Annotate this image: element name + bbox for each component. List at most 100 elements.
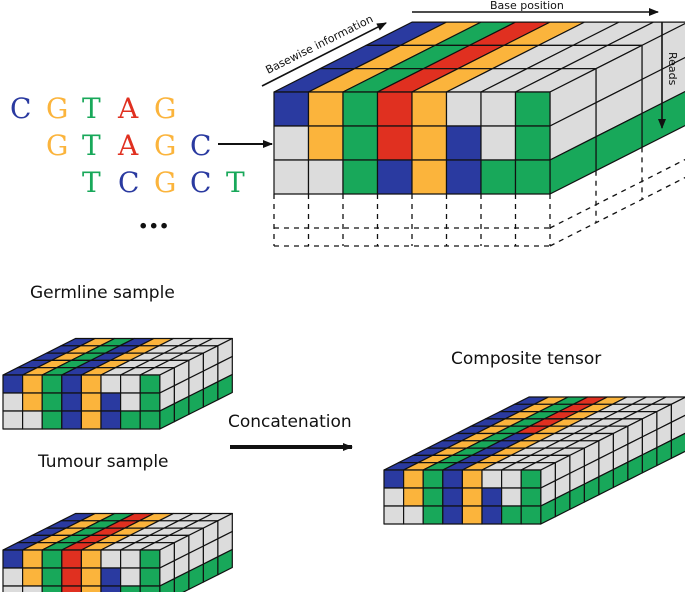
front-cell — [514, 159, 551, 195]
front-cell — [61, 374, 83, 394]
front-cell — [383, 487, 405, 507]
front-cell — [481, 469, 503, 489]
front-cell — [41, 585, 63, 592]
front-cell — [411, 91, 448, 127]
front-cell — [480, 91, 517, 127]
front-cell — [342, 159, 379, 195]
front-cell — [41, 410, 63, 430]
composite-tensor — [383, 396, 685, 525]
front-cell — [80, 585, 102, 592]
front-cell — [520, 469, 542, 489]
front-cell — [376, 159, 413, 195]
front-cell — [139, 392, 161, 412]
front-cell — [342, 125, 379, 161]
front-cell — [22, 392, 43, 412]
front-cell — [480, 125, 517, 161]
front-cell — [514, 125, 551, 161]
front-cell — [442, 469, 463, 489]
germline-tensor — [2, 337, 233, 430]
front-cell — [80, 567, 102, 587]
germline-sample-label: Germline sample — [30, 283, 175, 303]
front-cell — [461, 487, 483, 507]
front-cell — [100, 410, 122, 430]
front-cell — [80, 549, 102, 569]
front-cell — [442, 505, 463, 525]
front-cell — [307, 91, 344, 127]
front-cell — [61, 410, 83, 430]
sequence-base: C — [190, 129, 211, 162]
sequence-base: T — [82, 166, 101, 199]
front-cell — [273, 125, 310, 161]
front-cell — [376, 125, 413, 161]
front-cell — [61, 549, 83, 569]
front-cell — [461, 469, 483, 489]
front-cell — [422, 505, 444, 525]
front-cell — [139, 374, 161, 394]
front-cell — [307, 159, 344, 195]
side-cell — [159, 578, 175, 592]
front-cell — [411, 125, 448, 161]
front-cell — [383, 505, 405, 525]
front-cell — [403, 487, 424, 507]
read-tensor — [273, 21, 685, 195]
sequence-base: C — [190, 166, 211, 199]
front-cell — [139, 410, 161, 430]
sequence-base: G — [154, 92, 176, 125]
front-cell — [2, 585, 24, 592]
front-cell — [61, 392, 83, 412]
front-cell — [139, 549, 161, 569]
front-cell — [403, 505, 424, 525]
front-cell — [119, 549, 141, 569]
front-cell — [61, 567, 83, 587]
front-cell — [307, 125, 344, 161]
front-cell — [2, 410, 24, 430]
front-cell — [403, 469, 424, 489]
base-position-label: Base position — [490, 0, 564, 12]
dashed-line — [549, 176, 685, 247]
front-cell — [2, 374, 24, 394]
front-cell — [119, 374, 141, 394]
front-cell — [442, 487, 463, 507]
front-cell — [100, 374, 122, 394]
sequence-base: T — [226, 166, 245, 199]
front-cell — [501, 469, 522, 489]
sequence-base: G — [154, 166, 176, 199]
front-cell — [119, 410, 141, 430]
front-cell — [273, 159, 310, 195]
front-cell — [22, 549, 43, 569]
front-cell — [80, 374, 102, 394]
front-cell — [100, 585, 122, 592]
front-cell — [383, 469, 405, 489]
front-cell — [41, 374, 63, 394]
basewise-information-arrow — [261, 22, 387, 87]
front-cell — [119, 392, 141, 412]
reads-label: Reads — [666, 52, 679, 86]
front-cell — [2, 549, 24, 569]
front-cell — [139, 585, 161, 592]
front-cell — [41, 392, 63, 412]
sequence-base: A — [117, 129, 139, 162]
sequence-base: G — [154, 129, 176, 162]
front-cell — [2, 392, 24, 412]
tumour-tensor — [2, 512, 233, 592]
front-cell — [422, 469, 444, 489]
front-cell — [342, 91, 379, 127]
sequence-base: A — [117, 92, 139, 125]
sequence-base: C — [10, 92, 31, 125]
front-cell — [514, 91, 551, 127]
front-cell — [80, 392, 102, 412]
front-cell — [22, 410, 43, 430]
front-cell — [520, 505, 542, 525]
front-cell — [445, 91, 482, 127]
front-cell — [501, 487, 522, 507]
front-cell — [445, 125, 482, 161]
front-cell — [139, 567, 161, 587]
concatenation-label: Concatenation — [228, 412, 352, 432]
sequence-base: G — [46, 129, 68, 162]
tumour-sample-label: Tumour sample — [37, 452, 169, 472]
front-cell — [100, 549, 122, 569]
sequence-base: G — [46, 92, 68, 125]
front-cell — [100, 392, 122, 412]
front-cell — [411, 159, 448, 195]
front-cell — [481, 487, 503, 507]
